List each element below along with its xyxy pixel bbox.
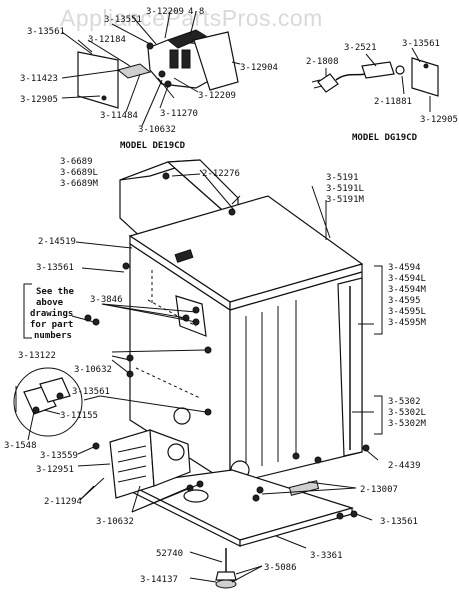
- label-3-13551: 3-13551: [104, 15, 142, 25]
- cord-cover-plate: [411, 57, 439, 97]
- bracket-4594: [374, 265, 383, 335]
- leaders-top-left: [61, 11, 241, 127]
- label-3-4594L: 3-4594L: [388, 274, 426, 284]
- label-2-11881: 2-11881: [374, 97, 412, 107]
- label-3-12951: 3-12951: [36, 465, 74, 475]
- label-3-12904: 3-12904: [240, 63, 278, 73]
- terminal-post: [181, 49, 191, 69]
- label-3-10632: 3-10632: [74, 365, 112, 375]
- label-3-1548: 3-1548: [4, 441, 37, 451]
- terminal-block-top: [166, 29, 208, 49]
- note-line-2: above: [36, 298, 64, 308]
- leg-foot: [215, 579, 237, 589]
- label-3-5191M: 3-5191M: [326, 195, 365, 205]
- watermark-text: AppliancePartsPros.com: [60, 5, 323, 31]
- label-3-5302M: 3-5302M: [388, 419, 427, 429]
- strain-relief-bushing: [395, 65, 405, 75]
- top-slot: [174, 249, 194, 263]
- note-line-1: See the: [36, 287, 75, 297]
- terminal-post: [169, 49, 179, 69]
- label-3-13122: 3-13122: [18, 351, 56, 361]
- label-3-5302L: 3-5302L: [388, 408, 426, 418]
- base-hole: [183, 489, 209, 503]
- label-3-12209: 3-12209: [198, 91, 236, 101]
- label-2-4439: 2-4439: [388, 461, 421, 471]
- right-brackets: [15, 265, 383, 435]
- inset-circle: [13, 367, 83, 437]
- label-3-11155: 3-11155: [60, 411, 98, 421]
- exhaust-duct: [92, 429, 204, 499]
- cord-plug: [317, 73, 339, 93]
- label-3-5086: 3-5086: [264, 563, 297, 573]
- label-2-14519: 2-14519: [38, 237, 76, 247]
- label-3-13561: 3-13561: [36, 263, 74, 273]
- note-line-4: for part: [30, 320, 73, 330]
- cabinet-body: [129, 242, 363, 486]
- label-3-5302: 3-5302: [388, 397, 421, 407]
- label-3-12184: 3-12184: [88, 35, 126, 45]
- label-3-13561: 3-13561: [27, 27, 65, 37]
- label-3-4595: 3-4595: [388, 296, 421, 306]
- label-2-12276: 2-12276: [202, 169, 240, 179]
- label-3-3361: 3-3361: [310, 551, 343, 561]
- note-line-5: numbers: [34, 331, 72, 341]
- rear-opening: [173, 407, 191, 425]
- leg-nut: [215, 571, 237, 581]
- strain-relief: [116, 63, 152, 79]
- label-52740: 52740: [156, 549, 183, 559]
- label-2-13007: 2-13007: [360, 485, 398, 495]
- label-3-14137: 3-14137: [140, 575, 178, 585]
- label-3-4595L: 3-4595L: [388, 307, 426, 317]
- note-line-3: drawings: [30, 308, 73, 319]
- cover-screw: [101, 95, 107, 101]
- label-4-8: 4-8: [188, 7, 204, 17]
- terminal-block-assembly: [77, 29, 239, 109]
- label-3-13561: 3-13561: [402, 39, 440, 49]
- label-3-11484: 3-11484: [100, 111, 138, 121]
- label-3-3846: 3-3846: [90, 295, 123, 305]
- label-3-13559: 3-13559: [40, 451, 78, 461]
- label-3-4594M: 3-4594M: [388, 285, 427, 295]
- label-3-6689: 3-6689: [60, 157, 93, 167]
- label-3-6689M: 3-6689M: [60, 179, 99, 189]
- label-3-4594: 3-4594: [388, 263, 421, 273]
- label-3-13561: 3-13561: [72, 387, 110, 397]
- label-3-4595M: 3-4595M: [388, 318, 427, 328]
- detail-inset: [13, 367, 83, 437]
- bracket-5302: [374, 395, 383, 435]
- label-3-2521: 3-2521: [344, 43, 377, 53]
- model-label-dg19cd: MODEL DG19CD: [352, 133, 418, 143]
- label-2-1808: 2-1808: [306, 57, 339, 67]
- label-3-11270: 3-11270: [160, 109, 198, 119]
- terminal-cover-plate: [77, 51, 119, 109]
- label-3-6689L: 3-6689L: [60, 168, 98, 178]
- leveling-leg: [215, 548, 237, 589]
- leaders-main: [27, 169, 379, 583]
- label-2-11294: 2-11294: [44, 497, 82, 507]
- rear-access-plate: [175, 295, 207, 337]
- label-3-12905: 3-12905: [20, 95, 58, 105]
- label-3-5191L: 3-5191L: [326, 184, 364, 194]
- terminal-bracket: [193, 31, 239, 91]
- model-label-de19cd: MODEL DE19CD: [120, 141, 186, 151]
- cord-sleeve: [361, 61, 395, 79]
- label-3-10632: 3-10632: [138, 125, 176, 135]
- label-3-11423: 3-11423: [20, 74, 58, 84]
- label-3-10632: 3-10632: [96, 517, 134, 527]
- label-3-12209: 3-12209: [146, 7, 184, 17]
- label-3-5191: 3-5191: [326, 173, 359, 183]
- label-3-13561: 3-13561: [380, 517, 418, 527]
- part-labels: 3-13561 3-13551 3-12209 4-8 3-12184 3-11…: [4, 7, 458, 585]
- label-3-12905: 3-12905: [420, 115, 458, 125]
- power-cord-assembly: [311, 47, 439, 112]
- bracket-note: [23, 283, 32, 339]
- duct-cover: [109, 429, 155, 499]
